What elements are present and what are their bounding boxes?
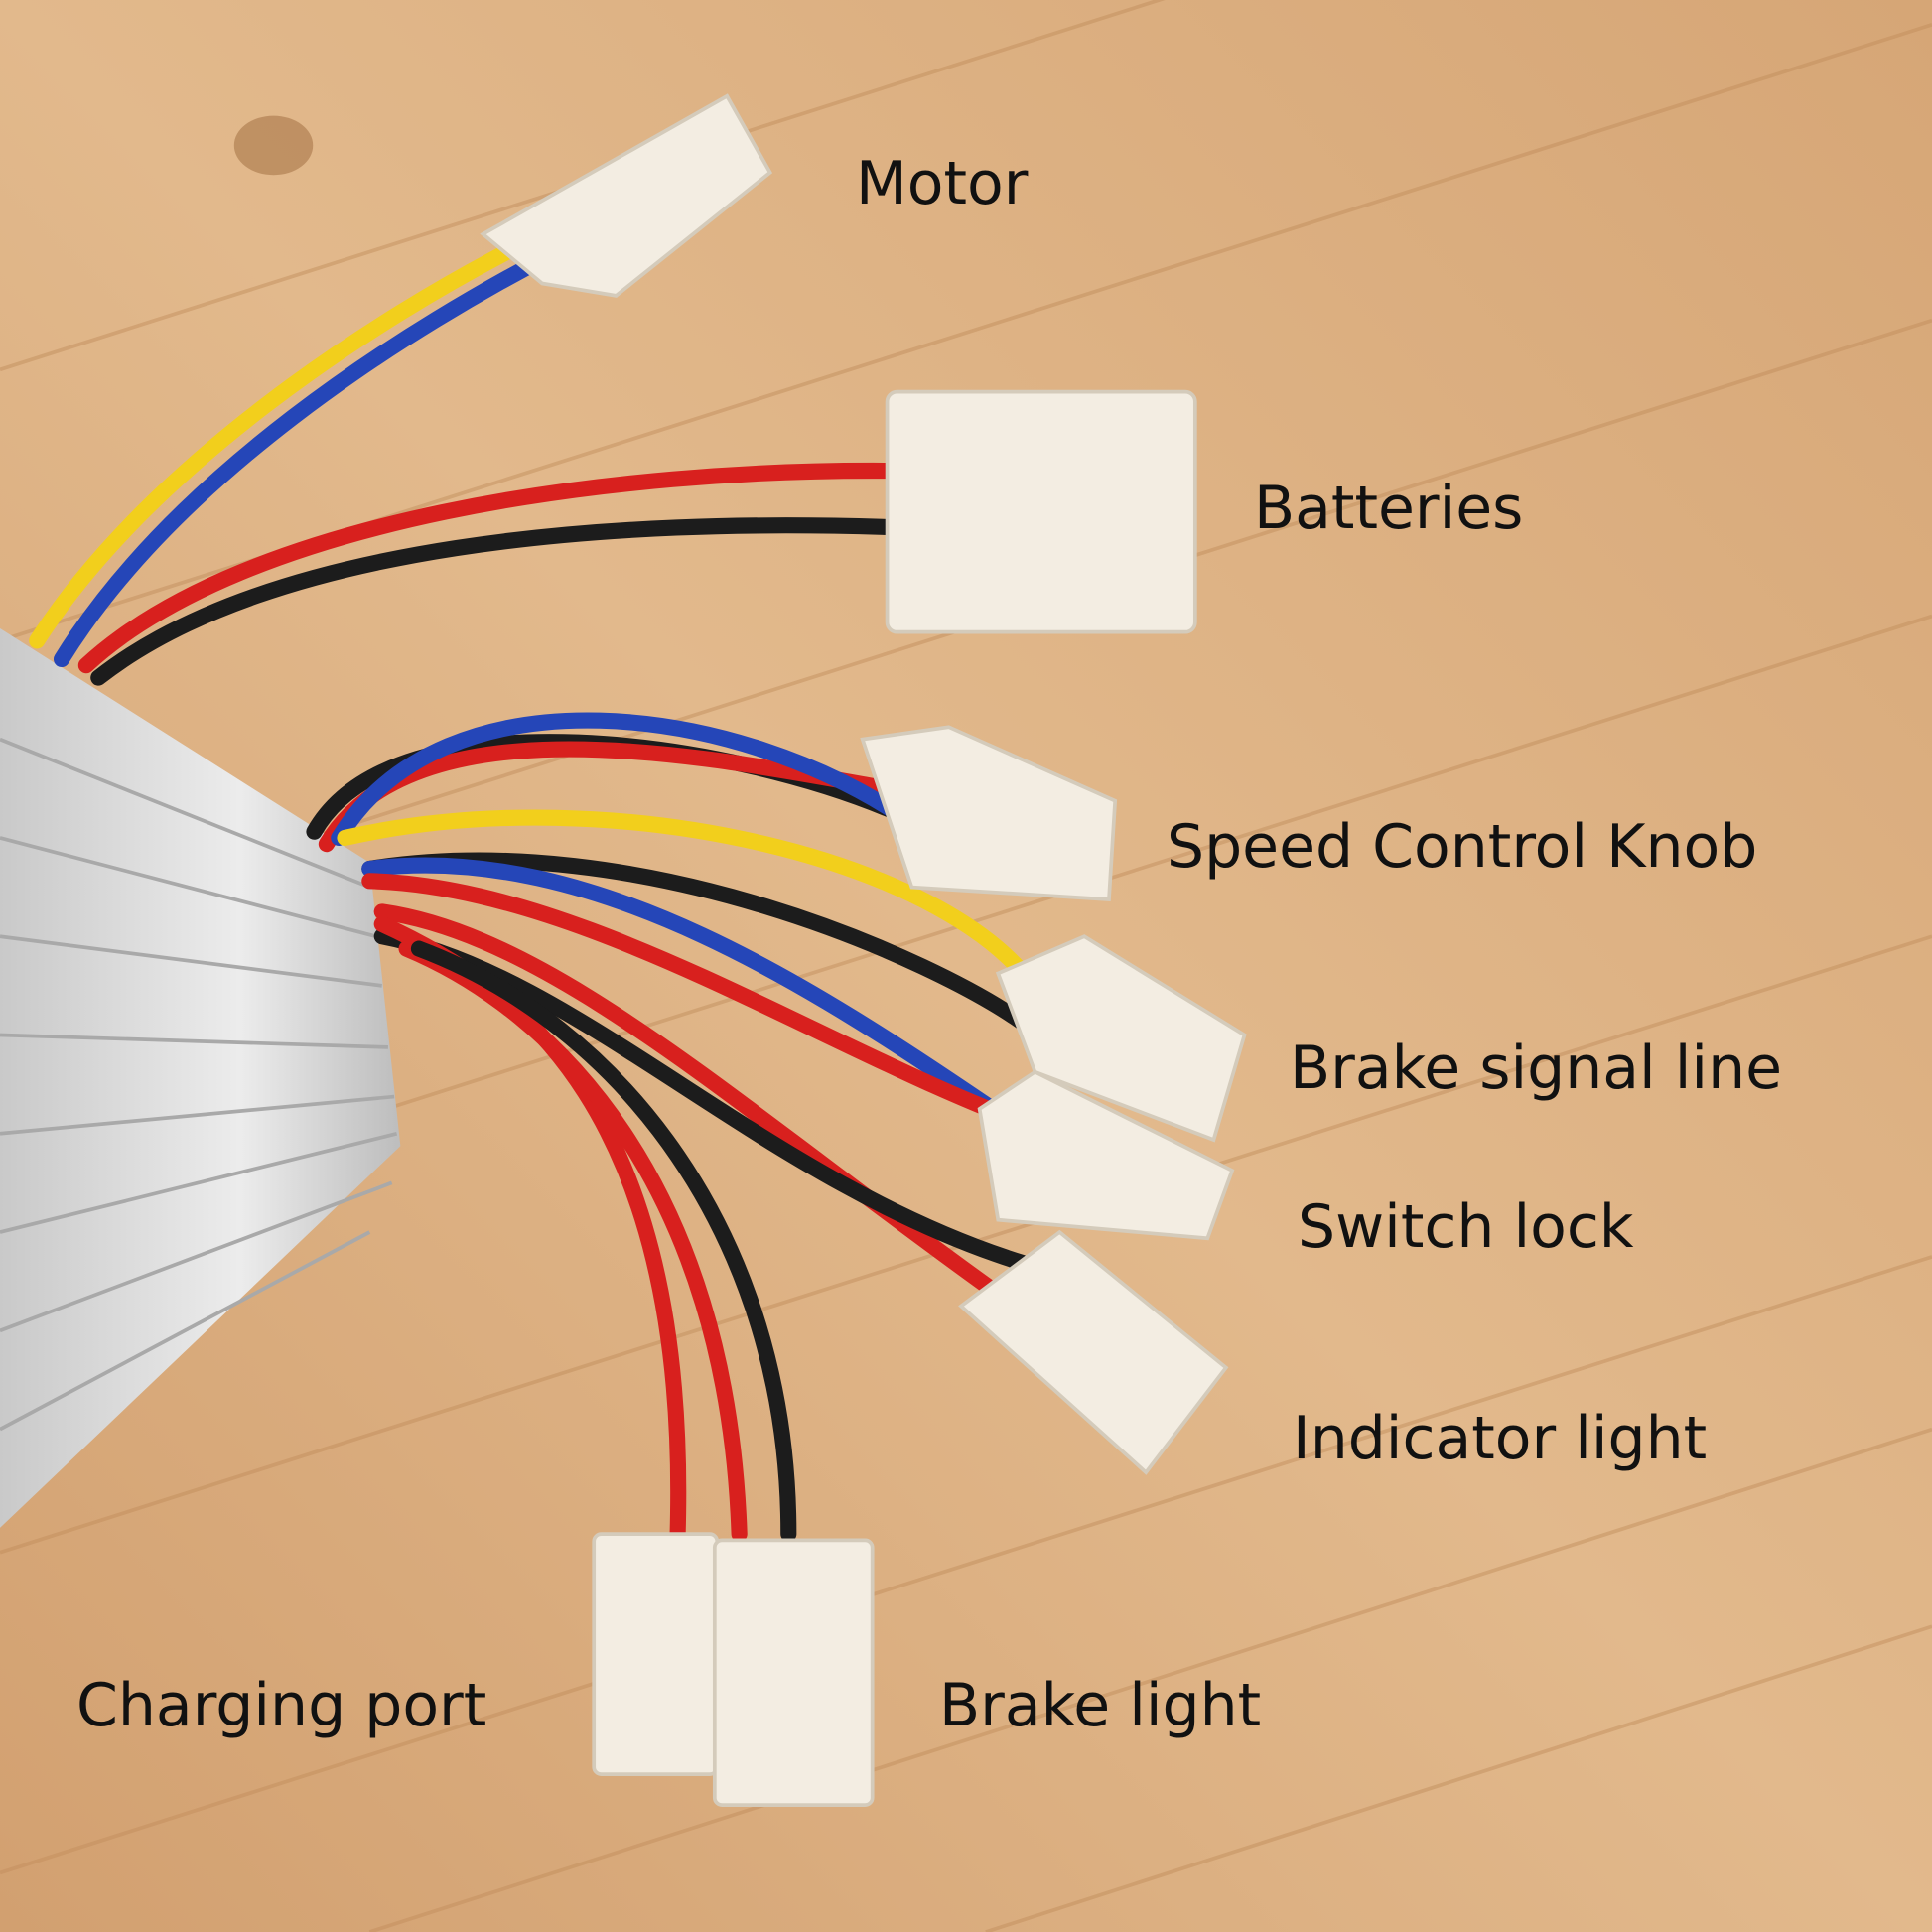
wood-knot	[233, 115, 314, 176]
motor-connector	[480, 93, 773, 298]
switch-lock-connector	[977, 1069, 1235, 1241]
label-brake-light: Brake light	[939, 1671, 1262, 1740]
brake-signal-connector	[995, 934, 1247, 1143]
label-switch-lock: Switch lock	[1298, 1192, 1634, 1262]
wires	[29, 231, 1055, 1543]
connectors	[480, 93, 1247, 1808]
brake-light-connector	[712, 1538, 875, 1808]
label-speed-control-knob: Speed Control Knob	[1167, 812, 1758, 882]
label-motor: Motor	[856, 149, 1029, 218]
label-batteries: Batteries	[1254, 474, 1524, 543]
batteries-connector	[885, 389, 1197, 634]
label-indicator-light: Indicator light	[1293, 1404, 1708, 1473]
label-brake-signal-line: Brake signal line	[1290, 1034, 1783, 1103]
indicator-light-connector	[958, 1229, 1229, 1475]
charging-port-connector	[592, 1532, 720, 1777]
speed-knob-connector	[860, 725, 1118, 901]
controller-box	[0, 627, 401, 1528]
label-charging-port: Charging port	[76, 1671, 487, 1740]
